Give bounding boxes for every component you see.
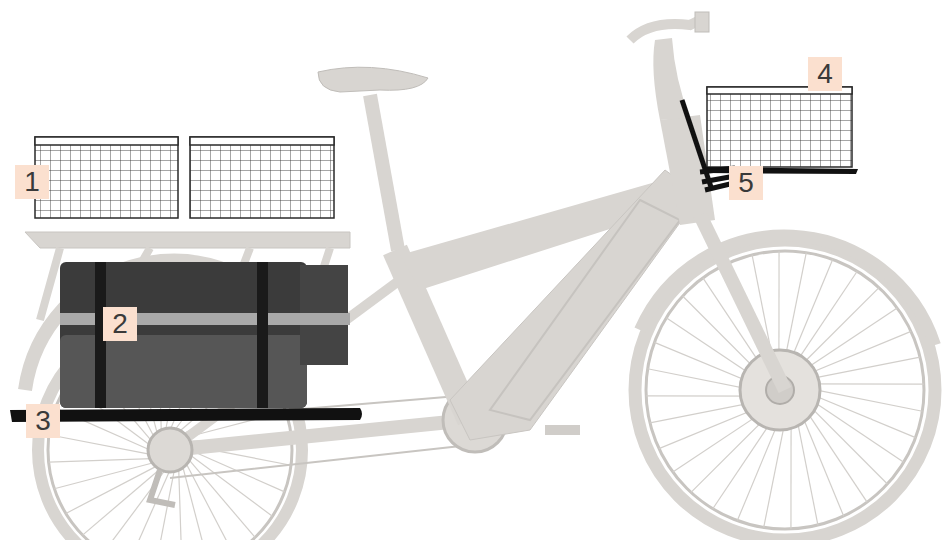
callout-number: 2 — [103, 307, 137, 341]
front-basket — [705, 87, 858, 174]
callout-number: 3 — [26, 404, 60, 438]
callout-number: 1 — [15, 165, 49, 199]
basket-mount — [682, 100, 735, 190]
rear-basket — [35, 137, 334, 218]
callout-number: 5 — [729, 166, 763, 200]
bike-frame — [25, 12, 935, 540]
footboard — [10, 408, 362, 422]
pannier-bag — [60, 262, 350, 408]
callout-number: 4 — [808, 57, 842, 91]
